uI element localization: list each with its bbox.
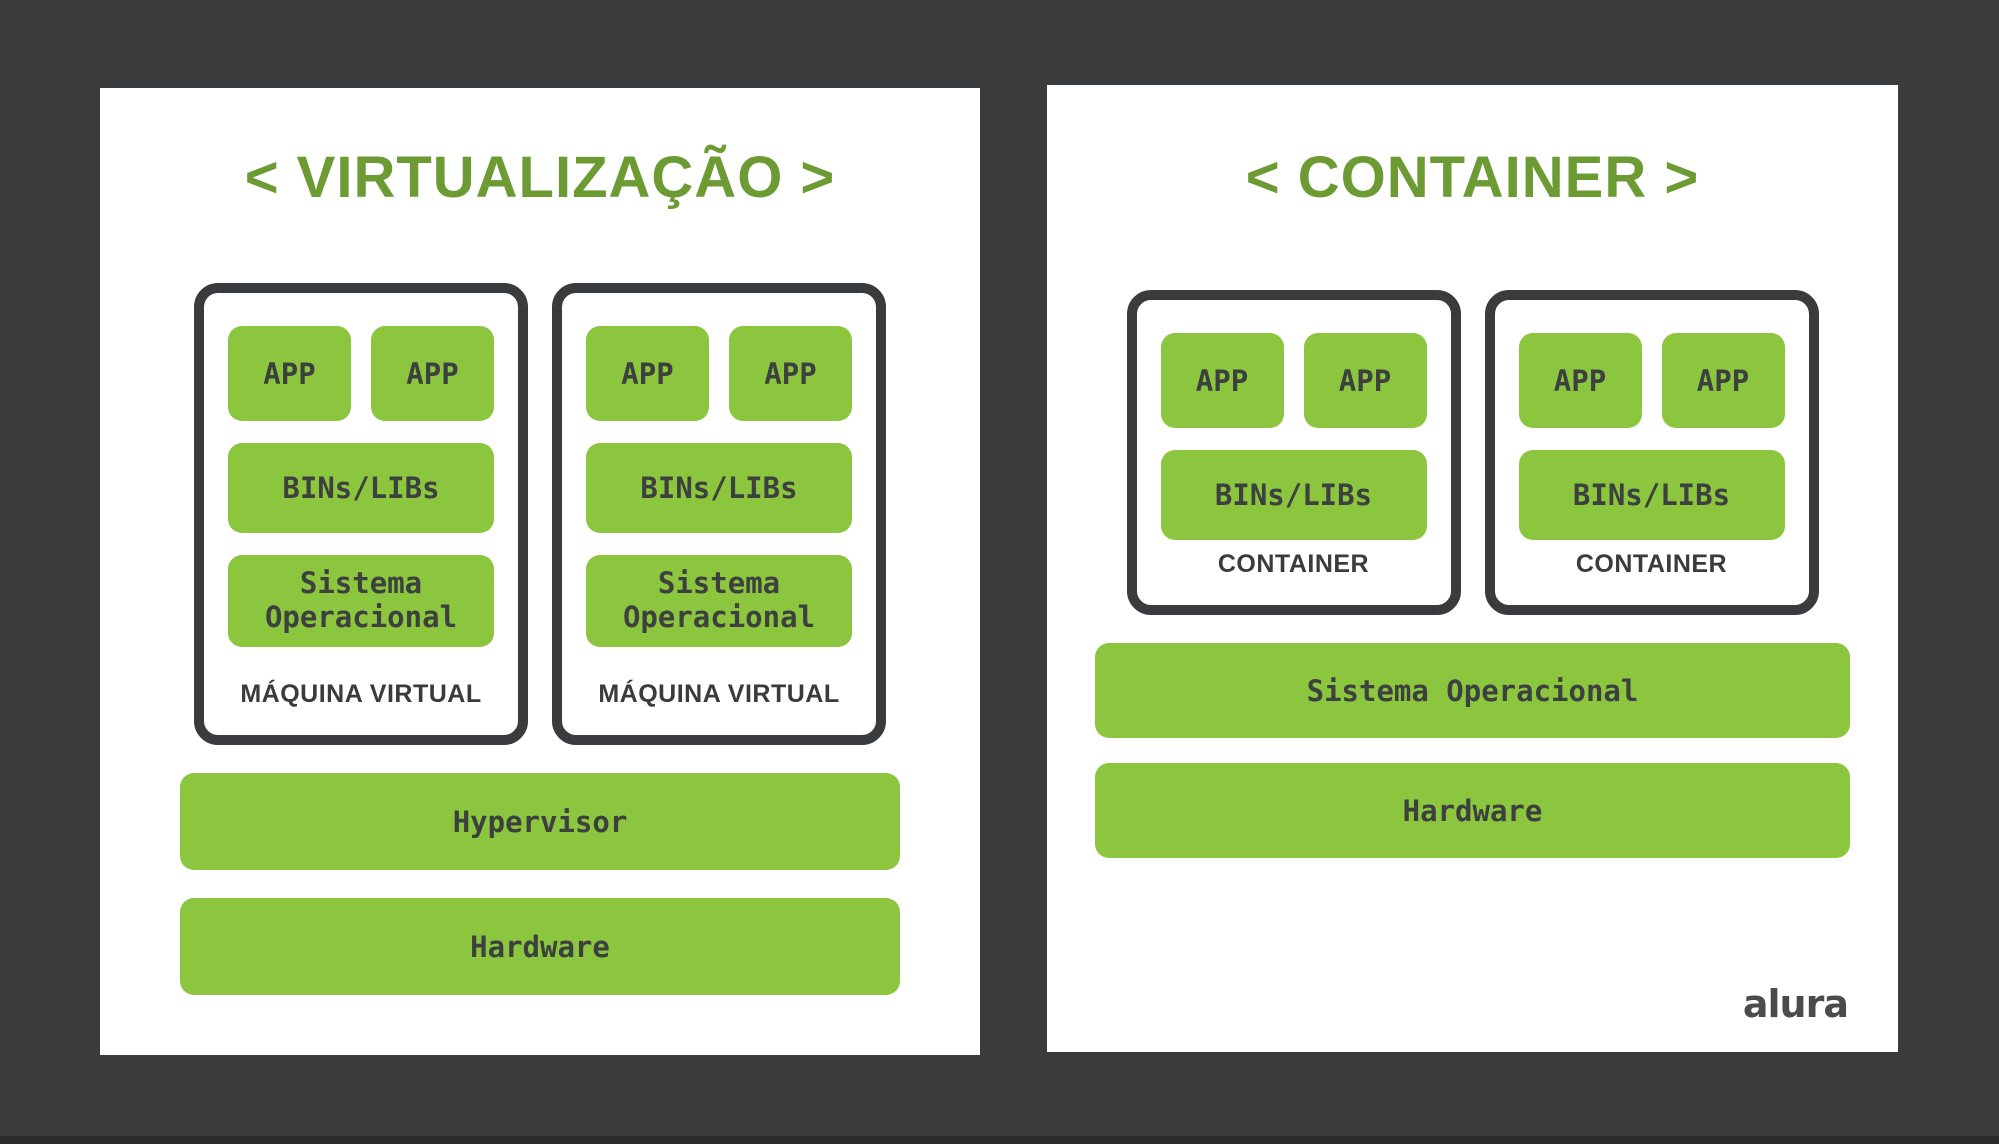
right-os-bar: Sistema Operacional <box>1095 643 1850 738</box>
ct1-bins-libs-chip: BINs/LIBs <box>1160 450 1427 540</box>
ct2-label: CONTAINER <box>1575 550 1728 578</box>
vm-box-row: APP APP BINs/LIBs Sistema Operacional MÁ… <box>100 283 980 745</box>
left-hardware-bar: Hardware <box>180 898 900 995</box>
right-hardware-bar: Hardware <box>1095 763 1850 858</box>
ct2-bins-libs-chip: BINs/LIBs <box>1518 450 1785 540</box>
container-box-row: APP APP BINs/LIBs CONTAINER APP APP BINs… <box>1047 290 1898 615</box>
vm-box-1: APP APP BINs/LIBs Sistema Operacional MÁ… <box>194 283 528 745</box>
virtualization-title: < VIRTUALIZAÇÃO > <box>244 145 836 210</box>
alura-logo: alura <box>1742 982 1849 1026</box>
ct1-app-chip-2: APP <box>1303 333 1427 428</box>
container-box-1: APP APP BINs/LIBs CONTAINER <box>1126 290 1461 615</box>
bottom-edge-strip <box>0 1136 1999 1144</box>
ct1-app-row: APP APP <box>1160 333 1427 428</box>
vm1-app-chip-2: APP <box>371 326 494 421</box>
hypervisor-bar: Hypervisor <box>180 773 900 870</box>
vm2-app-chip-2: APP <box>729 326 852 421</box>
vm1-label: MÁQUINA VIRTUAL <box>240 680 482 708</box>
container-title: < CONTAINER > <box>1245 145 1700 210</box>
vm2-app-row: APP APP <box>586 326 852 421</box>
container-panel: < CONTAINER > APP APP BINs/LIBs CONTAINE… <box>1047 85 1898 1052</box>
vm2-app-chip-1: APP <box>586 326 709 421</box>
vm1-app-chip-1: APP <box>228 326 351 421</box>
vm2-os-chip: Sistema Operacional <box>586 555 852 647</box>
ct2-app-row: APP APP <box>1518 333 1785 428</box>
vm2-bins-libs-chip: BINs/LIBs <box>586 443 852 533</box>
vm1-bins-libs-chip: BINs/LIBs <box>228 443 494 533</box>
vm1-os-chip: Sistema Operacional <box>228 555 494 647</box>
virtualization-panel: < VIRTUALIZAÇÃO > APP APP BINs/LIBs Sist… <box>100 88 980 1055</box>
ct2-app-chip-1: APP <box>1518 333 1642 428</box>
container-box-2: APP APP BINs/LIBs CONTAINER <box>1484 290 1819 615</box>
ct1-label: CONTAINER <box>1217 550 1370 578</box>
ct1-app-chip-1: APP <box>1160 333 1284 428</box>
vm2-label: MÁQUINA VIRTUAL <box>598 680 840 708</box>
vm1-app-row: APP APP <box>228 326 494 421</box>
vm-box-2: APP APP BINs/LIBs Sistema Operacional MÁ… <box>552 283 886 745</box>
ct2-app-chip-2: APP <box>1661 333 1785 428</box>
